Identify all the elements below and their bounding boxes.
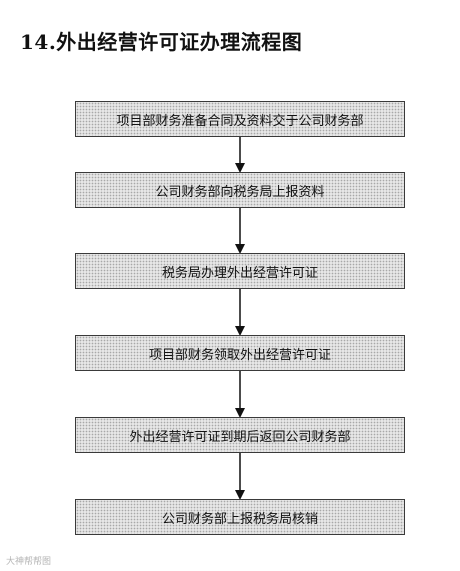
flow-arrow-2 — [235, 208, 245, 254]
flow-step-4-label: 项目部财务领取外出经营许可证 — [148, 347, 331, 363]
flow-step-3: 税务局办理外出经营许可证 — [75, 253, 405, 289]
flow-step-5: 外出经营许可证到期后返回公司财务部 — [75, 417, 405, 453]
flow-step-1: 项目部财务准备合同及资料交于公司财务部 — [75, 101, 405, 137]
flow-step-6: 公司财务部上报税务局核销 — [75, 499, 405, 535]
flow-arrow-4 — [235, 371, 245, 418]
flow-step-2: 公司财务部向税务局上报资料 — [75, 172, 405, 208]
flow-step-2-label: 公司财务部向税务局上报资料 — [155, 184, 325, 200]
flow-arrow-5 — [235, 453, 245, 500]
flow-arrow-1 — [235, 137, 245, 173]
flow-step-3-label: 税务局办理外出经营许可证 — [161, 265, 318, 281]
flow-step-1-label: 项目部财务准备合同及资料交于公司财务部 — [116, 113, 364, 129]
flow-step-4: 项目部财务领取外出经营许可证 — [75, 335, 405, 371]
page-title: 14.外出经营许可证办理流程图 — [20, 30, 303, 54]
flow-arrow-3 — [235, 289, 245, 336]
flow-step-6-label: 公司财务部上报税务局核销 — [161, 511, 318, 527]
flow-step-5-label: 外出经营许可证到期后返回公司财务部 — [129, 429, 351, 445]
watermark: 大神帮帮图 — [6, 557, 52, 567]
